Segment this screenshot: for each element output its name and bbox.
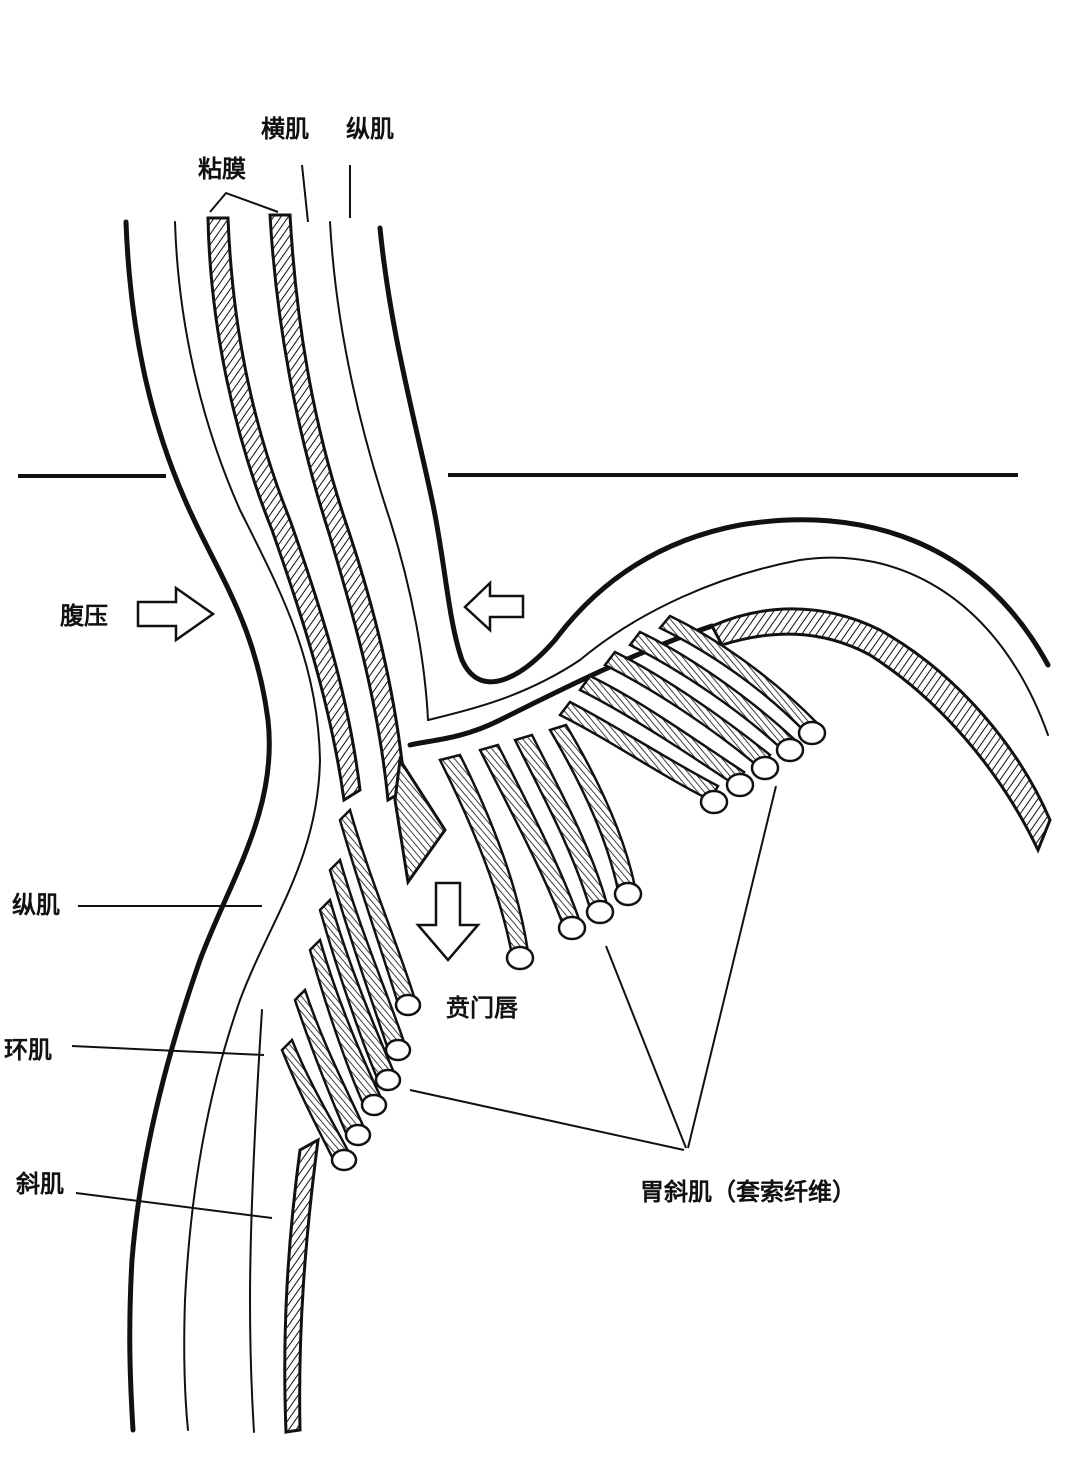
fiber-end [384,1038,412,1062]
label-oblique-muscle: 斜肌 [15,1170,64,1198]
esophagus-left-inner-line [174,221,322,1431]
mucosa-band-left [206,216,362,803]
fiber-end [505,945,535,971]
inward-pressure-arrow [463,580,525,633]
fiber-end [585,899,615,925]
esophagus-left-outer-wall [123,219,272,1433]
circular-muscle-leader [71,1045,265,1056]
esophagus-right-inner-line [329,221,429,721]
fiber-end [797,720,827,746]
fiber-end [374,1068,402,1092]
label-striated-muscle: 横肌 [261,115,309,143]
fiber-end [775,737,805,763]
label-mucosa: 粘膜 [198,155,246,183]
lower-mucosa-band [283,1137,320,1434]
fiber-end [613,881,643,907]
fiber-bundle [578,674,746,787]
oblique-fiber-bundles [280,614,827,1172]
fiber-end [330,1148,358,1172]
mucosa-leader [209,191,279,213]
gastric-oblique-leader-3 [687,785,777,1149]
cardiac-notch-wedge [393,755,447,886]
fiber-end [699,789,729,815]
lower-wall-line [248,1009,263,1433]
label-longitudinal-left: 纵肌 [12,891,60,919]
fiber-bundle [558,700,720,802]
fiber-end [360,1093,388,1117]
fiber-end [557,915,587,941]
gastric-oblique-leader-2 [605,945,687,1149]
esophagus-right-outer-wall [377,225,1051,685]
fiber-bundle [603,650,772,770]
fiber-end [725,772,755,798]
label-abdominal-pressure: 腹压 [60,602,108,630]
abdominal-pressure-arrow [136,585,216,643]
gastric-oblique-leader-1 [409,1089,685,1151]
label-circular-muscle: 环肌 [4,1036,52,1064]
downward-arrow [415,881,481,962]
fiber-end [344,1123,372,1147]
fiber-end [750,755,780,781]
oblique-muscle-leader [75,1192,273,1219]
stomach-wall-inner-line [427,556,1049,736]
striated-muscle-leader [301,164,309,223]
fiber-end [394,993,422,1017]
label-longitudinal-top: 纵肌 [346,115,394,143]
stomach-mucosa-band [709,607,1052,854]
label-cardiac-lip: 贲门唇 [446,994,518,1022]
label-gastric-oblique: 胃斜肌（套索纤维） [640,1178,856,1206]
